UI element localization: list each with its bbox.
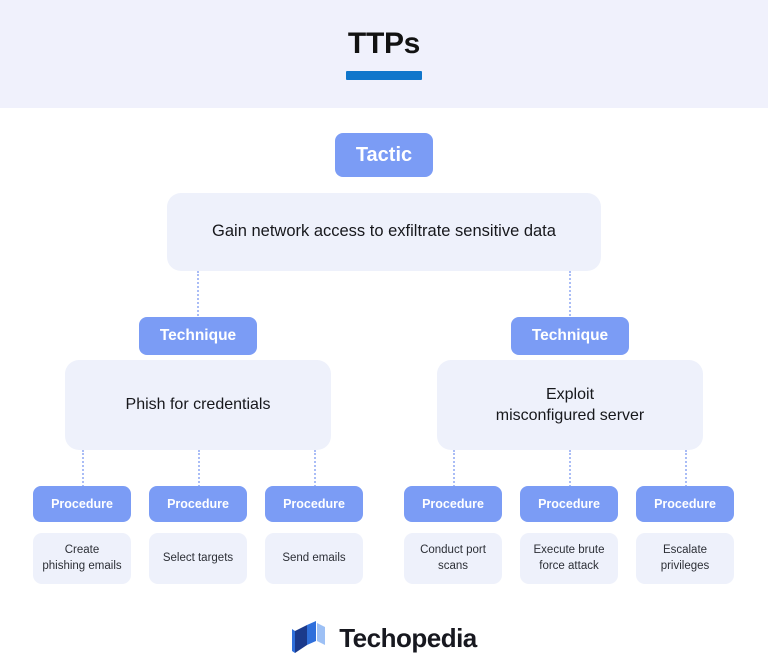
procedure-2-1-label-badge[interactable]: Procedure: [404, 486, 502, 522]
technique-2-content-card[interactable]: Exploit misconfigured server: [437, 360, 703, 450]
connector-technique-2-to-procedure-2: [569, 450, 571, 487]
connector-technique-1-to-procedure-1: [82, 450, 84, 487]
connector-technique-2-to-procedure-3: [685, 450, 687, 487]
title-underline-rule: [346, 70, 422, 80]
techopedia-logo-icon: [291, 621, 329, 655]
technique-1-label-badge[interactable]: Technique: [139, 317, 257, 355]
technique-1-content-card[interactable]: Phish for credentials: [65, 360, 331, 450]
technique-2-label-badge[interactable]: Technique: [511, 317, 629, 355]
procedure-2-3-content-card[interactable]: Escalate privileges: [636, 533, 734, 584]
procedure-1-1-label-badge[interactable]: Procedure: [33, 486, 131, 522]
tactic-label-badge[interactable]: Tactic: [335, 133, 433, 177]
tactic-content-card[interactable]: Gain network access to exfiltrate sensit…: [167, 193, 601, 271]
ttp-hierarchy-diagram: Tactic Gain network access to exfiltrate…: [0, 108, 768, 606]
procedure-2-2-content-card[interactable]: Execute brute force attack: [520, 533, 618, 584]
procedure-1-3-content-card[interactable]: Send emails: [265, 533, 363, 584]
procedure-2-1-content-card[interactable]: Conduct port scans: [404, 533, 502, 584]
connector-technique-1-to-procedure-3: [314, 450, 316, 487]
brand-wordmark: Techopedia: [339, 622, 477, 653]
procedure-1-1-content-card[interactable]: Create phishing emails: [33, 533, 131, 584]
connector-tactic-to-technique-2: [569, 271, 571, 319]
page-title: TTPs: [347, 26, 421, 60]
procedure-2-3-label-badge[interactable]: Procedure: [636, 486, 734, 522]
page-header: TTPs: [0, 0, 768, 108]
footer-brand: Techopedia: [0, 606, 768, 670]
procedure-2-2-label-badge[interactable]: Procedure: [520, 486, 618, 522]
connector-technique-1-to-procedure-2: [198, 450, 200, 487]
connector-technique-2-to-procedure-1: [453, 450, 455, 487]
procedure-1-2-content-card[interactable]: Select targets: [149, 533, 247, 584]
procedure-1-3-label-badge[interactable]: Procedure: [265, 486, 363, 522]
connector-tactic-to-technique-1: [197, 271, 199, 319]
procedure-1-2-label-badge[interactable]: Procedure: [149, 486, 247, 522]
